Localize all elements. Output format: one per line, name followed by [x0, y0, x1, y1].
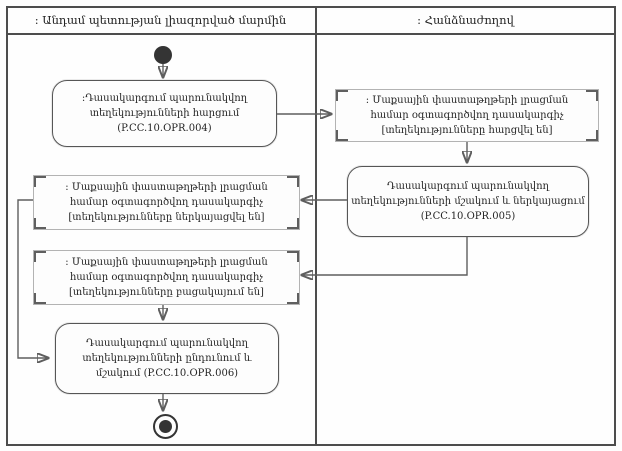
final-node-icon	[153, 414, 178, 439]
activity-opr006: Դասակարգում պարունակվող տեղեկությունների…	[55, 323, 279, 394]
edge-opr005-to-object-absent	[302, 235, 468, 275]
object-node-classifier-absent: : Մաքսային փաստաթղթերի լրացման համար օգտ…	[33, 250, 300, 305]
final-node-inner-dot	[159, 420, 172, 433]
activity-opr005: Դասակարգում պարունակվող տեղեկությունների…	[347, 166, 589, 237]
activity-opr005-label: Դասակարգում պարունակվող տեղեկությունների…	[351, 181, 585, 222]
initial-node-icon	[154, 46, 172, 64]
object-node-classifier-presented-label: : Մաքսային փաստաթղթերի լրացման համար օգտ…	[65, 182, 268, 223]
lane-divider	[315, 6, 317, 444]
lane-title-commission: : Հանձնաժողով	[417, 13, 514, 27]
edge-object-presented-to-opr006	[17, 199, 48, 358]
lane-title-authorized-body: : Անդամ պետության լիազորված մարմին	[34, 13, 287, 27]
object-node-classifier-requested-label: : Մաքսային փաստաթղթերի լրացման համար օգտ…	[365, 95, 569, 136]
diagram-frame	[6, 6, 616, 446]
activity-opr004-label: :Դասակարգում պարունակվող տեղեկություններ…	[81, 93, 248, 134]
activity-opr004: :Դասակարգում պարունակվող տեղեկություններ…	[52, 80, 277, 147]
object-node-classifier-absent-label: : Մաքսային փաստաթղթերի լրացման համար օգտ…	[65, 257, 268, 298]
object-node-classifier-requested: : Մաքսային փաստաթղթերի լրացման համար օգտ…	[335, 89, 599, 142]
object-node-classifier-presented: : Մաքսային փաստաթղթերի լրացման համար օգտ…	[33, 175, 300, 230]
lane-header-separator	[6, 33, 614, 35]
activity-opr006-label: Դասակարգում պարունակվող տեղեկությունների…	[82, 338, 252, 379]
